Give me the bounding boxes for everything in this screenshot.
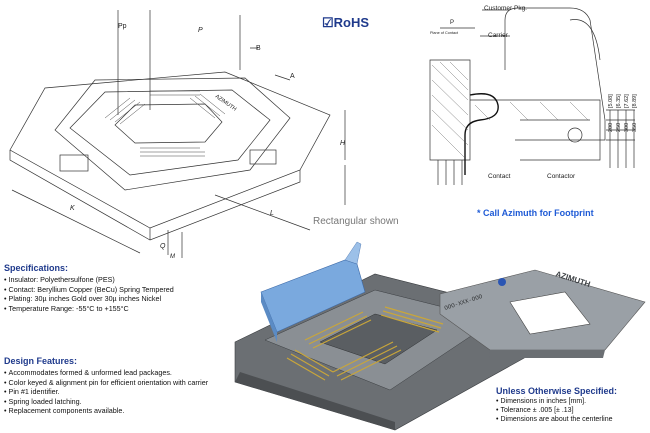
unless-specified-title: Unless Otherwise Specified: — [496, 386, 618, 396]
dim-label-k: K — [70, 205, 75, 212]
dim-mm-508: [5.08] — [608, 94, 614, 108]
rectangular-caption: Rectangular shown — [313, 216, 399, 227]
callout-a: A — [290, 73, 295, 80]
carrier-label: Carrier — [488, 32, 509, 39]
footprint-note: * Call Azimuth for Footprint — [477, 208, 594, 218]
note-item: Dimensions are about the centerline — [496, 415, 648, 424]
dim-label-q: Q — [160, 243, 166, 250]
feature-item: Color keyed & alignment pin for efficien… — [4, 378, 249, 388]
note-item: Dimensions in inches [mm]. — [496, 397, 648, 406]
design-features-title: Design Features: — [4, 356, 78, 366]
dim-label-p: P — [198, 27, 203, 34]
dim-label-l: L — [270, 210, 274, 217]
dim-label-h: H — [340, 140, 346, 147]
dim-300: 300 — [624, 123, 630, 132]
p-dim-label: P — [450, 20, 454, 26]
design-features-list: Accommodates formed & unformed lead pack… — [4, 368, 249, 416]
feature-item: Replacement components available. — [4, 406, 249, 416]
socket-line-drawing: Pp P B A K L Q M H AZIMUTH — [9, 10, 346, 260]
dim-label-pp: Pp — [118, 23, 127, 30]
rohs-badge: ☑RoHS — [322, 15, 369, 31]
customer-pkg-label: Customer Pkg. — [484, 5, 527, 12]
specifications-list: Insulator: Polyethersulfone (PES) Contac… — [4, 275, 244, 313]
callout-b: B — [256, 45, 261, 52]
spec-item: Plating: 30µ inches Gold over 30µ inches… — [4, 294, 244, 304]
feature-item: Pin #1 identifier. — [4, 387, 249, 397]
dim-label-m: M — [170, 254, 175, 260]
feature-item: Spring loaded latching. — [4, 397, 249, 407]
plane-of-contact-label: Plane of Contact — [430, 31, 459, 35]
dim-200: 200 — [608, 123, 614, 132]
dim-350: 350 — [632, 123, 638, 132]
feature-item: Accommodates formed & unformed lead pack… — [4, 368, 249, 378]
checkbox-icon: ☑ — [322, 15, 334, 30]
spec-item: Temperature Range: -55°C to +155°C — [4, 304, 244, 314]
product-render: AZIMUTH OOO-XXX-OOO — [234, 241, 646, 431]
dim-mm-635: [6.35] — [616, 94, 622, 108]
drawing-brand: AZIMUTH — [214, 94, 237, 113]
unless-specified-list: Dimensions in inches [mm]. Tolerance ± .… — [496, 397, 648, 424]
note-item: Tolerance ± .005 [± .13] — [496, 406, 648, 415]
dim-250: 250 — [616, 123, 622, 132]
contactor-label: Contactor — [547, 173, 576, 180]
rohs-label: RoHS — [333, 15, 370, 30]
spec-item: Contact: Beryllium Copper (BeCu) Spring … — [4, 285, 244, 295]
dim-mm-889: [8.89] — [632, 94, 638, 108]
specifications-title: Specifications: — [4, 263, 69, 273]
contact-label: Contact — [488, 173, 511, 180]
dim-mm-762: [7.62] — [624, 94, 630, 108]
spec-item: Insulator: Polyethersulfone (PES) — [4, 275, 244, 285]
cross-section-drawing: Customer Pkg. Carrier P Plane of Contact… — [429, 5, 638, 185]
